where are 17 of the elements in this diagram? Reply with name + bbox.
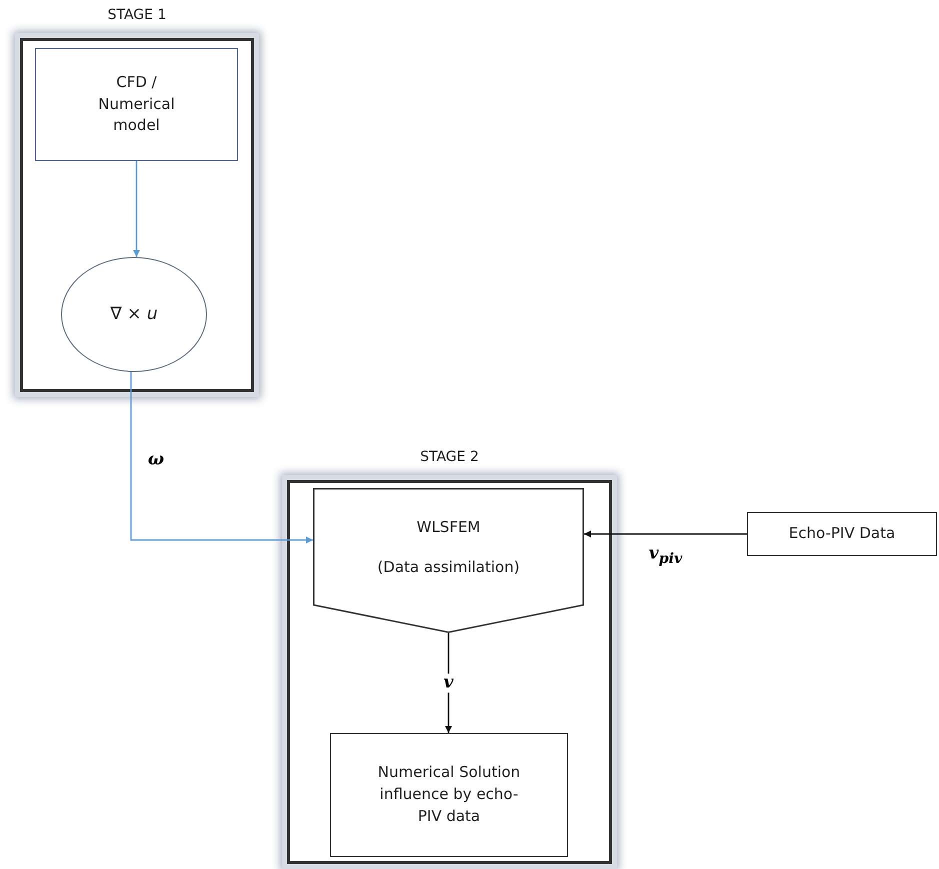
node-text: Echo-PIV Data <box>788 523 896 544</box>
node-text: WLSFEM <box>416 518 480 536</box>
process-box <box>747 512 937 556</box>
node-text: ∇ × u <box>110 303 158 326</box>
stage-title: STAGE 2 <box>419 449 480 465</box>
process-box <box>330 733 568 857</box>
arrow <box>445 633 452 733</box>
edge-label: v <box>442 674 456 692</box>
node-text: Numerical Solution influence by echo-PIV data <box>376 762 522 827</box>
node-text: (Data assimilation) <box>377 558 520 576</box>
process-box <box>35 48 238 161</box>
arrow <box>584 530 747 538</box>
stage-title: STAGE 1 <box>106 7 168 23</box>
arrow <box>130 372 313 544</box>
arrow <box>133 161 140 257</box>
node-text: CFD / Numerical model <box>97 72 176 136</box>
process-pentagon <box>313 488 584 633</box>
